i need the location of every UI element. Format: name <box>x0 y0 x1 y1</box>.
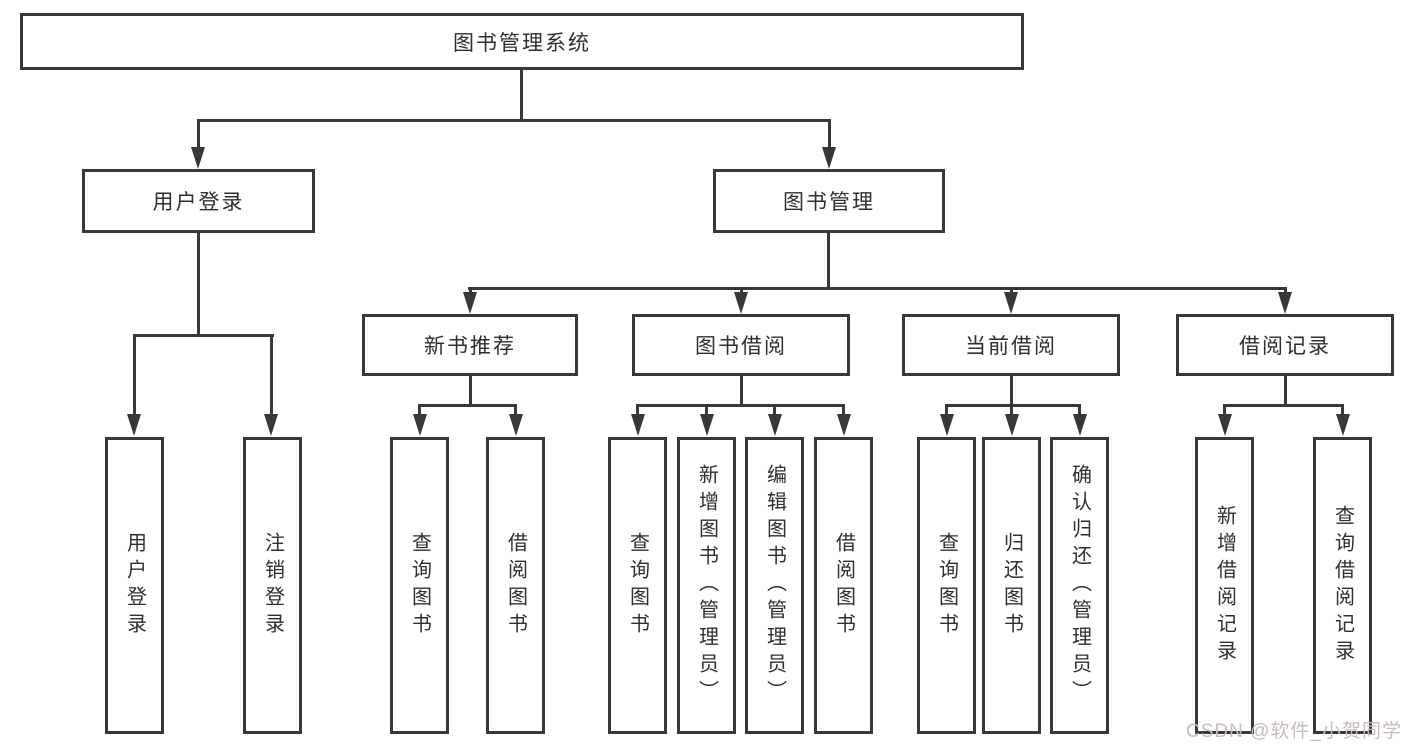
connector-leaf-stem <box>705 404 708 416</box>
leaf-label: 注销登录 <box>261 531 284 640</box>
leaf-label: 查询图书 <box>408 531 431 640</box>
arrowhead-icon <box>264 414 278 436</box>
connector-leaf-stem <box>270 334 273 416</box>
leaf-label: 用户登录 <box>123 531 146 640</box>
leaf-borrow-books-2: 借阅图书 <box>814 437 873 734</box>
connector-group-branch <box>418 404 517 407</box>
arrowhead-icon <box>700 414 714 436</box>
arrowhead-icon <box>413 414 427 436</box>
connector-group-down <box>1010 375 1013 406</box>
leaf-label: 新增图书（管理员） <box>695 464 718 707</box>
leaf-logout: 注销登录 <box>243 437 302 734</box>
leaf-query-books-1: 查询图书 <box>390 437 449 734</box>
connector-user-login-down <box>197 232 200 336</box>
connector-leaf-stem <box>740 287 743 295</box>
leaf-label: 确认归还（管理员） <box>1068 464 1091 707</box>
connector-leaf-stem <box>842 404 845 416</box>
node-label: 新书推荐 <box>424 335 516 358</box>
leaf-query-books-2: 查询图书 <box>608 437 667 734</box>
connector-group-branch <box>636 404 845 407</box>
leaf-label: 借阅图书 <box>832 531 855 640</box>
connector-group-down <box>1284 375 1287 406</box>
connector-leaf-stem <box>1010 404 1013 416</box>
node-label: 图书管理系统 <box>453 31 591 55</box>
leaf-label: 查询借阅记录 <box>1331 504 1354 667</box>
connector-group-down <box>740 375 743 406</box>
connector-level2-branch <box>197 119 831 122</box>
node-label: 借阅记录 <box>1239 335 1331 358</box>
connector-leaf-stem <box>636 404 639 416</box>
connector-leaf-stem <box>1010 287 1013 295</box>
arrowhead-icon <box>1218 414 1232 436</box>
connector-level3-branch <box>468 287 1286 290</box>
node-borrow-records: 借阅记录 <box>1176 314 1394 376</box>
connector-root-stem <box>520 69 523 121</box>
leaf-add-books-admin: 新增图书（管理员） <box>677 437 736 734</box>
arrowhead-icon <box>127 414 141 436</box>
arrowhead-icon <box>1336 414 1350 436</box>
leaf-label: 新增借阅记录 <box>1213 504 1236 667</box>
arrowhead-icon <box>1004 292 1018 314</box>
node-library-management-system: 图书管理系统 <box>20 13 1024 70</box>
connector-user-login-branch <box>133 334 274 337</box>
connector-leaf-stem <box>945 404 948 416</box>
leaf-edit-books-admin: 编辑图书（管理员） <box>745 437 804 734</box>
arrowhead-icon <box>631 414 645 436</box>
leaf-confirm-return-admin: 确认归还（管理员） <box>1050 437 1109 734</box>
arrowhead-icon <box>1278 292 1292 314</box>
node-label: 用户登录 <box>152 191 245 214</box>
node-label: 当前借阅 <box>965 335 1057 358</box>
arrowhead-icon <box>463 292 477 314</box>
connector-leaf-stem <box>418 404 421 416</box>
arrowhead-icon <box>768 414 782 436</box>
leaf-label: 归还图书 <box>1000 531 1023 640</box>
connector-leaf-stem <box>773 404 776 416</box>
arrowhead-icon <box>837 414 851 436</box>
connector-user-login-stem <box>197 119 200 149</box>
connector-leaf-stem <box>1223 404 1226 416</box>
arrowhead-icon <box>822 147 836 169</box>
node-book-management: 图书管理 <box>713 169 945 233</box>
connector-leaf-stem <box>1341 404 1344 416</box>
connector-book-mgmt-down <box>827 232 830 289</box>
leaf-query-borrow-record: 查询借阅记录 <box>1313 437 1372 734</box>
arrowhead-icon <box>1073 414 1087 436</box>
leaf-user-login: 用户登录 <box>105 437 164 734</box>
connector-leaf-stem <box>514 404 517 416</box>
leaf-query-books-3: 查询图书 <box>917 437 976 734</box>
leaf-return-books: 归还图书 <box>982 437 1041 734</box>
leaf-label: 编辑图书（管理员） <box>763 464 786 707</box>
connector-leaf-stem <box>133 334 136 416</box>
connector-group-down <box>469 375 472 406</box>
leaf-add-borrow-record: 新增借阅记录 <box>1195 437 1254 734</box>
node-book-borrow: 图书借阅 <box>632 314 850 376</box>
connector-leaf-stem <box>1284 287 1287 295</box>
arrowhead-icon <box>1005 414 1019 436</box>
node-current-borrow: 当前借阅 <box>902 314 1120 376</box>
leaf-label: 借阅图书 <box>504 531 527 640</box>
connector-group-branch <box>945 404 1081 407</box>
connector-group-branch <box>1223 404 1344 407</box>
node-new-book-recommend: 新书推荐 <box>362 314 578 376</box>
leaf-borrow-books-1: 借阅图书 <box>486 437 545 734</box>
node-label: 图书管理 <box>783 191 875 214</box>
arrowhead-icon <box>734 292 748 314</box>
connector-leaf-stem <box>469 287 472 295</box>
leaf-label: 查询图书 <box>626 531 649 640</box>
arrowhead-icon <box>940 414 954 436</box>
connector-leaf-stem <box>1078 404 1081 416</box>
node-user-login: 用户登录 <box>82 169 315 233</box>
node-label: 图书借阅 <box>695 335 787 358</box>
leaf-label: 查询图书 <box>935 531 958 640</box>
connector-book-mgmt-stem <box>828 119 831 149</box>
csdn-watermark: CSDN @软件_小贺同学 <box>1186 721 1402 742</box>
arrowhead-icon <box>191 147 205 169</box>
arrowhead-icon <box>509 414 523 436</box>
